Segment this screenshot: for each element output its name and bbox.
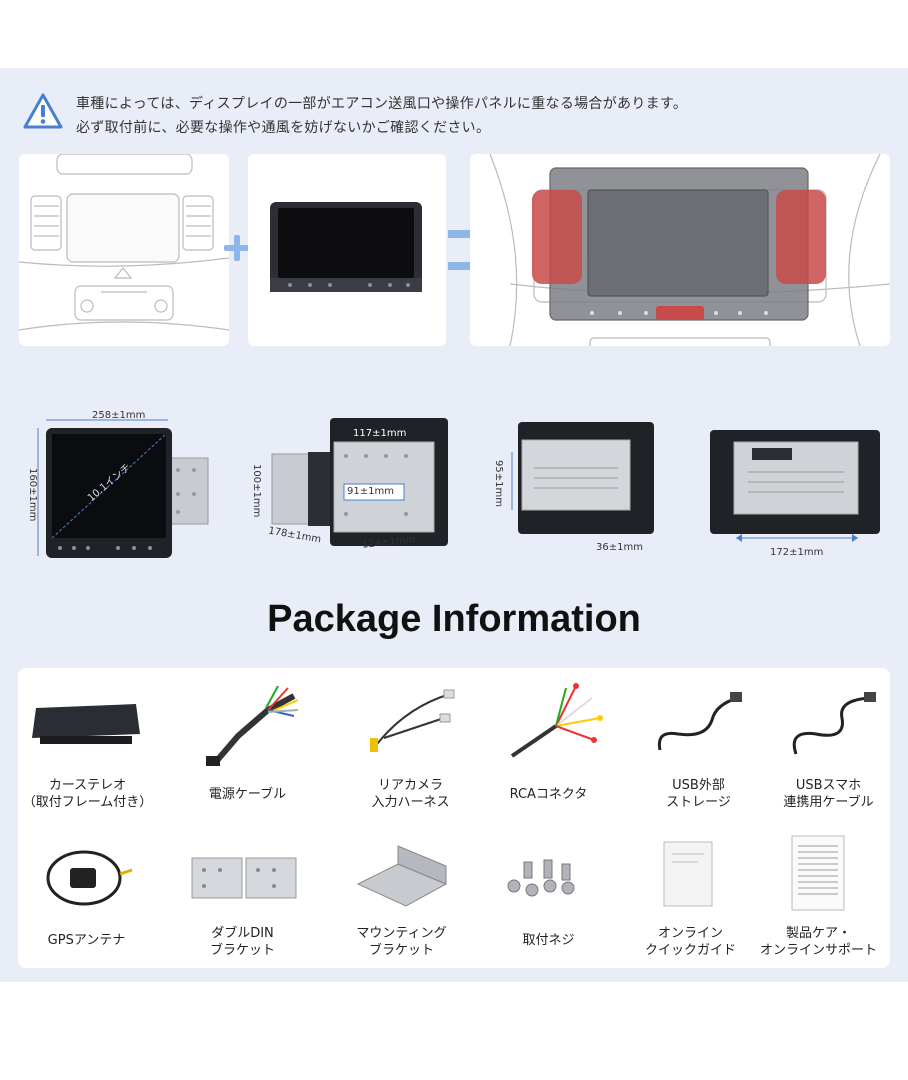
item-label-3a: リアカメラ: [377, 778, 443, 793]
gps-antenna-image: [46, 850, 133, 906]
package-contents-panel: [18, 668, 890, 968]
warning-icon: [23, 93, 63, 129]
item-label-5a: USB外部: [672, 778, 725, 793]
item-label-9a: マウンティング: [356, 926, 447, 941]
rear-camera-harness-image: [370, 689, 455, 752]
item-label-2: 電源ケーブル: [208, 787, 287, 802]
usb-storage-cable-image: [657, 692, 742, 751]
dashboard-before-illustration: [19, 154, 229, 346]
car-stereo-image: [32, 704, 140, 744]
power-cable-image: [206, 686, 299, 766]
item-label-4: RCAコネクタ: [509, 787, 588, 802]
dim-w172-arrow: [736, 534, 858, 542]
product-care-card-image: [791, 835, 845, 911]
package-title: Package Information: [267, 598, 641, 640]
dimension-back-illustration: [708, 428, 882, 536]
dim-h95-label: 95±1mm: [493, 460, 504, 507]
item-label-9b: ブラケット: [368, 943, 434, 958]
rca-connector-image: [510, 683, 603, 758]
plus-icon: [224, 235, 250, 261]
warning-text-line2: 必ず取付前に、必要な操作や通風を妨げないかご確認ください。: [76, 120, 491, 136]
dim-w172-label: 172±1mm: [770, 547, 824, 558]
item-label-6b: 連携用ケーブル: [783, 795, 874, 810]
mounting-bracket-image: [356, 845, 448, 907]
item-label-1a: カーステレオ: [48, 778, 127, 793]
item-label-6a: USBスマホ: [795, 778, 862, 793]
double-din-bracket-image: [191, 857, 297, 899]
stereo-unit-illustration: [248, 154, 446, 346]
quick-guide-image: [663, 841, 713, 907]
dim-d36-label: 36±1mm: [596, 542, 643, 553]
dim-height-label: 160±1mm: [27, 468, 38, 522]
item-label-10: 取付ネジ: [522, 933, 575, 948]
dimension-front-illustration: [18, 408, 218, 568]
item-label-8a: ダブルDIN: [211, 926, 274, 941]
dimension-side-illustration: [262, 416, 452, 556]
dashboard-after-illustration: [470, 154, 890, 346]
item-label-7: GPSアンテナ: [47, 933, 126, 948]
dim-frame-height-label: 100±1mm: [251, 464, 262, 518]
item-label-1b: （取付フレーム付き）: [22, 795, 153, 810]
dim-frame-width-label: 117±1mm: [353, 428, 407, 439]
item-label-12b: オンラインサポート: [759, 943, 877, 958]
dim-width-label: 258±1mm: [92, 410, 146, 421]
item-label-11b: クイックガイド: [644, 943, 736, 958]
item-label-8b: ブラケット: [209, 943, 275, 958]
item-label-12a: 製品ケア・: [785, 926, 851, 941]
dimension-rear-illustration: [498, 418, 658, 538]
screws-image: [507, 859, 575, 897]
item-label-5b: ストレージ: [666, 795, 731, 810]
item-label-3b: 入力ハーネス: [371, 795, 450, 810]
item-label-11a: オンライン: [657, 926, 723, 941]
usb-phone-cable-image: [792, 692, 876, 755]
dim-inner-label: 91±1mm: [347, 486, 394, 497]
warning-text-line1: 車種によっては、ディスプレイの一部がエアコン送風口や操作パネルに重なる場合があり…: [76, 96, 688, 112]
